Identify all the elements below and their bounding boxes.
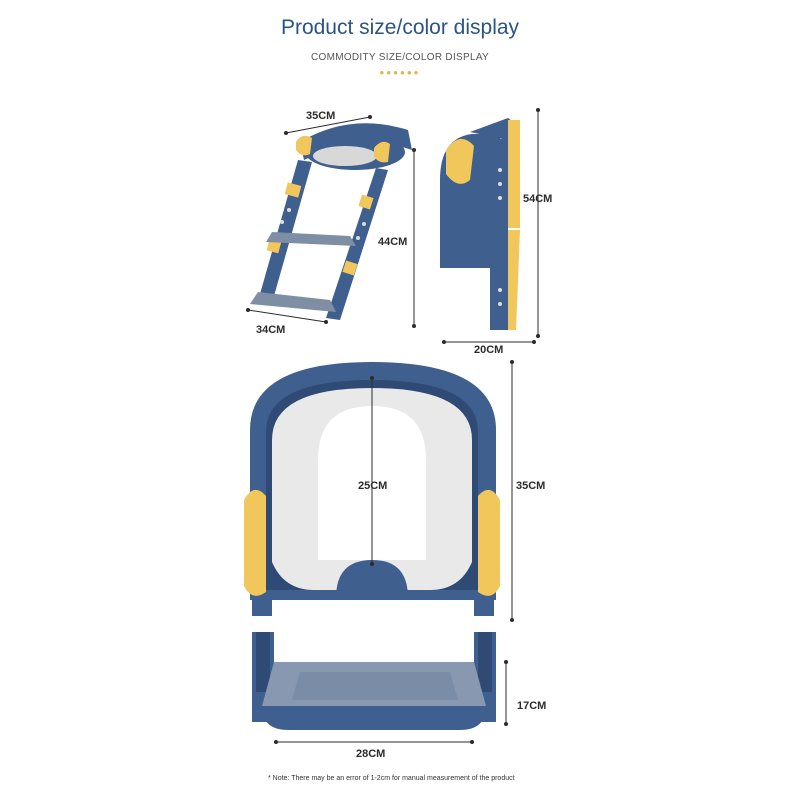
step-height-label: 17CM	[517, 700, 547, 712]
ladder-view	[246, 115, 416, 328]
ladder-base-width-label: 34CM	[256, 324, 286, 336]
ladder-top-width-label: 35CM	[306, 110, 336, 122]
page-subtitle: COMMODITY SIZE/COLOR DISPLAY	[310, 52, 490, 63]
side-height-label: 54CM	[523, 193, 553, 205]
side-view	[440, 108, 540, 344]
step-width-label: 28CM	[356, 748, 386, 760]
step-view	[252, 632, 508, 744]
decorative-dots: ●●●●●●	[379, 68, 421, 77]
measurement-note: * Note: There may be an error of 1-2cm f…	[268, 775, 515, 782]
seat-view	[244, 360, 514, 622]
seat-length-label: 35CM	[516, 480, 546, 492]
ladder-height-label: 44CM	[378, 236, 408, 248]
side-depth-label: 20CM	[474, 344, 504, 356]
page-title: Product size/color display	[280, 16, 520, 39]
seat-opening-label: 25CM	[358, 480, 388, 492]
